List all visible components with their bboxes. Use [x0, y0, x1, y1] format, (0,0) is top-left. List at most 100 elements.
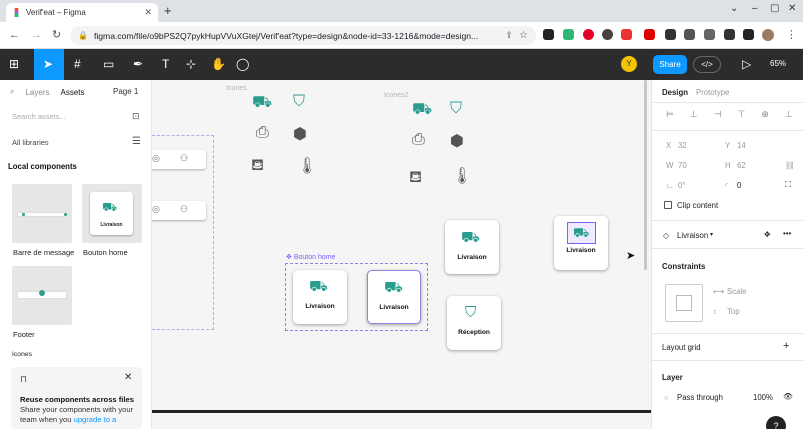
- message-bar-instance-2[interactable]: ◎ ⚇: [152, 201, 206, 220]
- independent-corners-icon[interactable]: ⛶: [785, 180, 791, 189]
- bouton-home-label[interactable]: ✥ Bouton home: [286, 253, 335, 261]
- extension-youtube-icon[interactable]: [644, 29, 655, 40]
- clip-content-checkbox[interactable]: [664, 201, 672, 209]
- sidepanel-icon[interactable]: [743, 29, 754, 40]
- extension-pinterest-icon[interactable]: [583, 29, 594, 40]
- reload-icon[interactable]: ↻: [52, 29, 62, 41]
- constrain-proportions-icon[interactable]: ⛓: [785, 161, 795, 170]
- back-icon[interactable]: ←: [9, 29, 20, 41]
- share-page-icon[interactable]: ⇪: [505, 30, 514, 40]
- printer-icon[interactable]: ⎙: [256, 124, 269, 141]
- assets-search-input[interactable]: Search assets...: [12, 112, 66, 121]
- vertical-constraint[interactable]: Top: [727, 307, 740, 316]
- align-middle-v-icon[interactable]: ⊕: [761, 109, 769, 119]
- extension-eyedropper-icon[interactable]: [665, 29, 676, 40]
- share-button[interactable]: Share: [653, 55, 687, 74]
- extensions-puzzle-icon[interactable]: [704, 29, 715, 40]
- align-top-icon[interactable]: ⊤: [737, 109, 746, 119]
- media-icon[interactable]: [724, 29, 735, 40]
- delivery-truck-icon[interactable]: ⛟: [412, 101, 433, 118]
- main-menu-icon[interactable]: ⊞: [9, 57, 20, 71]
- rotation-value[interactable]: 0°: [678, 181, 686, 190]
- url-field[interactable]: 🔒 figma.com/file/o9bPS2Q7pykHupVVuXGtej/…: [70, 26, 536, 45]
- corner-radius-value[interactable]: 0: [737, 181, 742, 190]
- align-right-icon[interactable]: ⊣: [713, 109, 722, 119]
- component-name[interactable]: Livraison: [677, 231, 709, 240]
- asset-thumb-barre-de-message[interactable]: [12, 184, 72, 243]
- bookmark-star-icon[interactable]: ☆: [519, 30, 528, 41]
- browser-menu-icon[interactable]: ⋮: [786, 29, 797, 41]
- livraison-card-variant[interactable]: ⛟ Livraison: [367, 270, 421, 324]
- printer-icon[interactable]: ⎙: [412, 131, 425, 148]
- help-button[interactable]: ?: [766, 416, 786, 429]
- thermometer-icon[interactable]: 🌡: [452, 168, 473, 185]
- reception-card[interactable]: ⛉ Réception: [447, 296, 501, 350]
- asset-thumb-footer[interactable]: [12, 266, 72, 325]
- bouton-home-set[interactable]: [285, 263, 428, 331]
- extension-pen-icon[interactable]: [543, 29, 554, 40]
- tab-prototype[interactable]: Prototype: [696, 88, 730, 97]
- asset-thumb-bouton-home[interactable]: ⛟ Livraison: [82, 184, 142, 243]
- present-play-icon[interactable]: ▷: [742, 57, 752, 71]
- icones-section-heading[interactable]: Icones: [12, 351, 33, 358]
- visibility-eye-icon[interactable]: 👁: [783, 392, 793, 401]
- libraries-dropdown[interactable]: All libraries: [12, 138, 49, 147]
- package-icon[interactable]: ⬢: [293, 126, 307, 143]
- component-set-outline[interactable]: [152, 135, 214, 330]
- thermometer-icon[interactable]: 🌡: [297, 158, 318, 175]
- user-avatar[interactable]: Y: [621, 56, 637, 72]
- pen-tool-icon[interactable]: ✒: [133, 57, 144, 71]
- comment-tool-icon[interactable]: ◯: [236, 57, 250, 71]
- frame-tool-icon[interactable]: #: [74, 57, 81, 71]
- package-icon[interactable]: ⬢: [450, 133, 464, 150]
- horizontal-constraint[interactable]: Scale: [727, 287, 747, 296]
- close-window-button[interactable]: ✕: [788, 3, 797, 14]
- cleaning-bucket-icon[interactable]: ⛾: [251, 157, 265, 174]
- zoom-level[interactable]: 65%: [770, 59, 787, 68]
- delivery-truck-icon[interactable]: ⛟: [252, 94, 273, 111]
- extension-green-icon[interactable]: [563, 29, 574, 40]
- w-value[interactable]: 70: [678, 161, 687, 170]
- hand-tool-icon[interactable]: ✋: [211, 57, 226, 71]
- go-to-main-component-icon[interactable]: ✥: [764, 230, 771, 239]
- frame-label-icones2[interactable]: Icones2: [384, 92, 409, 99]
- tab-layers[interactable]: Layers: [25, 87, 50, 97]
- upgrade-link[interactable]: upgrade to a: [73, 415, 117, 424]
- blend-mode[interactable]: Pass through: [677, 393, 723, 402]
- frame-label-icones[interactable]: Icones: [226, 85, 247, 92]
- shape-tool-icon[interactable]: ▭: [103, 57, 115, 71]
- minimize-button[interactable]: –: [752, 3, 758, 14]
- add-layout-grid-icon[interactable]: +: [783, 340, 790, 352]
- page-selector[interactable]: Page 1: [113, 87, 139, 96]
- box-hand-icon[interactable]: ⛉: [293, 93, 306, 110]
- new-tab-button[interactable]: +: [164, 3, 172, 18]
- x-value[interactable]: 32: [678, 141, 687, 150]
- resources-tool-icon[interactable]: ⊹: [186, 57, 197, 71]
- chevron-down-icon[interactable]: ▾: [710, 232, 714, 238]
- maximize-button[interactable]: ▢: [770, 3, 780, 14]
- livraison-card[interactable]: ⛟ Livraison: [293, 270, 347, 324]
- text-tool-icon[interactable]: T: [162, 57, 170, 71]
- forward-icon[interactable]: →: [31, 29, 42, 41]
- extension-cross-icon[interactable]: [684, 29, 695, 40]
- more-options-icon[interactable]: •••: [783, 229, 792, 238]
- constraints-widget[interactable]: [665, 284, 703, 322]
- align-bottom-icon[interactable]: ⊥: [784, 109, 793, 119]
- livraison-card-standalone[interactable]: ⛟ Livraison: [445, 220, 499, 274]
- box-hand-icon[interactable]: ⛉: [450, 100, 463, 117]
- message-bar-instance[interactable]: ◎ ⚇: [152, 150, 206, 169]
- list-view-icon[interactable]: ☰: [132, 136, 141, 147]
- library-book-icon[interactable]: ⊡: [132, 111, 140, 121]
- tab-search-icon[interactable]: ⌄: [730, 3, 739, 14]
- livraison-card-selected[interactable]: ⛟ Livraison: [554, 216, 608, 270]
- dev-mode-toggle[interactable]: </>: [693, 56, 721, 73]
- design-canvas[interactable]: Icones Icones2 ◎ ⚇ ◎ ⚇ ⛟ ⛉ ⎙ ⬢ ⛾ 🌡 ⛟ ⛉ ⎙…: [152, 80, 651, 429]
- move-tool-button[interactable]: ➤: [34, 49, 64, 80]
- extension-red-icon[interactable]: [621, 29, 632, 40]
- canvas-scrollbar[interactable]: [644, 80, 647, 270]
- extension-dark-icon[interactable]: [602, 29, 613, 40]
- y-value[interactable]: 14: [737, 141, 746, 150]
- layer-opacity[interactable]: 100%: [753, 393, 773, 402]
- local-components-heading[interactable]: Local components: [8, 162, 77, 171]
- tab-assets[interactable]: Assets: [60, 87, 85, 97]
